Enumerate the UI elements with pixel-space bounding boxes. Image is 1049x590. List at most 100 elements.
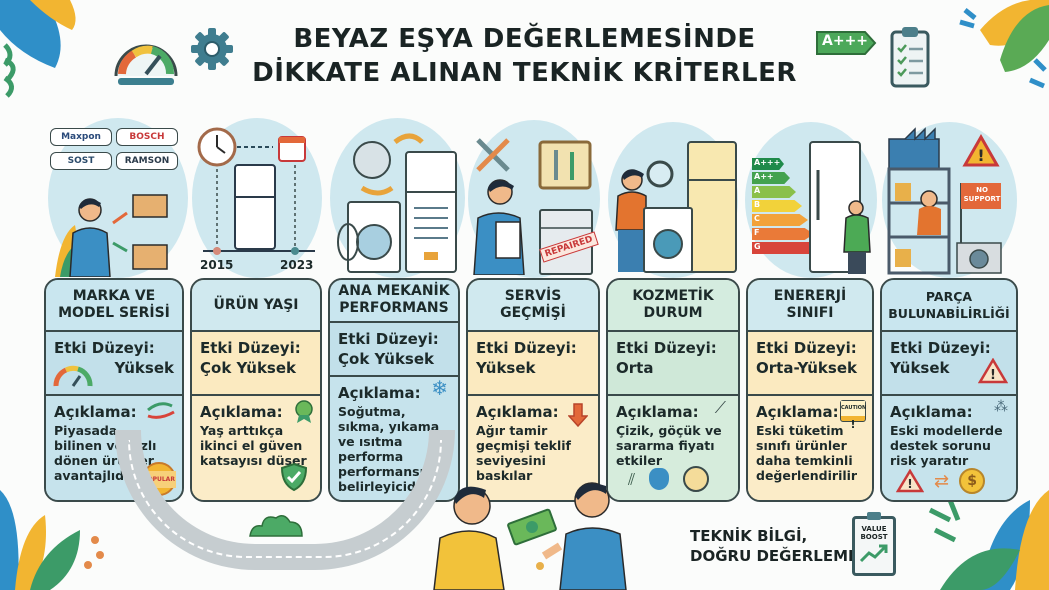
card-title: SERVİS GEÇMİŞİ (468, 280, 598, 332)
person-with-boxes-illustration (55, 194, 168, 277)
desc-label: Açıklama: (476, 403, 559, 421)
brand-logo-grid: Maxpon BOSCH SOST RAMSON (50, 128, 178, 170)
washer-and-fridge-illustration (337, 133, 457, 273)
desc-text: Eski modellerde destek sorunu risk yarat… (890, 423, 1003, 468)
effect-label: Etki Düzeyi: (54, 339, 155, 357)
criterion-card-service: SERVİS GEÇMİŞİ Etki Düzeyi: Yüksek Açıkl… (466, 278, 600, 502)
effect-label: Etki Düzeyi: (616, 339, 717, 357)
scratches-icon: ⫽ (628, 469, 636, 489)
energy-bar-g: G (752, 242, 820, 254)
svg-text:!: ! (990, 368, 996, 383)
leaves-bottom-left-decoration (0, 490, 104, 590)
brand-logo-bosch: BOSCH (116, 128, 178, 146)
criterion-card-energy: ENERERJİ SINIFI Etki Düzeyi: Orta-Yüksek… (746, 278, 874, 502)
exchange-arrows-icon: ⇄ (934, 470, 950, 492)
timeline-year-end: 2023 (280, 258, 314, 272)
svg-text:!: ! (977, 146, 984, 165)
slogan-line-1: TEKNİK BİLGİ, (690, 527, 808, 545)
energy-bar-a: A (752, 186, 796, 198)
criterion-card-cosmetic: KOZMETİK DURUM Etki Düzeyi: Orta Açıklam… (606, 278, 740, 502)
trend-arrows-icon (147, 402, 175, 419)
parts-warehouse-illustration: ! (887, 127, 1002, 275)
energy-label-text: A+++ (822, 33, 869, 49)
bush-decoration (249, 515, 303, 537)
leaves-bottom-right-decoration (928, 490, 1049, 590)
desc-label: Açıklama: (54, 403, 137, 421)
broken-parts-icon: ⁂ (994, 399, 1008, 415)
yellowing-icon (683, 466, 710, 492)
no-support-flag-text: NO SUPPORT (963, 186, 1001, 203)
desc-label: Açıklama: (616, 403, 699, 421)
desc-label: Açıklama: (756, 403, 839, 421)
down-arrow-icon (568, 403, 588, 428)
brand-logo-sost: SOST (50, 152, 112, 170)
effect-label: Etki Düzeyi: (200, 339, 301, 357)
trend-up-arrow-icon (859, 544, 888, 563)
warning-triangle-small-icon: ! (896, 469, 924, 493)
effect-value: Yüksek (114, 359, 174, 377)
brand-logo-ramson: RAMSON (116, 152, 178, 170)
desc-text: Çizik, göçük ve sararma fiyatı etkiler (616, 423, 722, 468)
caution-sign-icon: CAUTION ! (840, 400, 866, 431)
award-medal-icon (295, 400, 313, 423)
gear-icon (191, 28, 233, 70)
leaves-top-left-decoration (0, 0, 76, 98)
energy-scale-chart: A+++ A++ A B C F G (752, 158, 822, 254)
effect-label: Etki Düzeyi: (338, 329, 439, 348)
scratch-icon: ⟋ (714, 398, 726, 417)
leaves-top-right-decoration (959, 0, 1049, 89)
page-title: BEYAZ EŞYA DEĞERLEMESİNDE DİKKATE ALINAN… (0, 22, 1049, 90)
criterion-card-parts: PARÇA BULUNABİLİRLİĞİ Etki Düzeyi: Yükse… (880, 278, 1018, 502)
buyer-seller-exchange-illustration (433, 482, 627, 590)
age-timeline-illustration (197, 127, 315, 255)
gauge-icon (53, 365, 93, 387)
title-line-1: BEYAZ EŞYA DEĞERLEMESİNDE (293, 24, 756, 54)
card-title: KOZMETİK DURUM (608, 280, 738, 332)
brand-logo-maxpon: Maxpon (50, 128, 112, 146)
card-title: ANA MEKANİK PERFORMANS (330, 280, 458, 323)
effect-value: Çok Yüksek (338, 349, 435, 368)
cosmetic-inspection-illustration (615, 141, 737, 273)
desc-label: Açıklama: (890, 403, 973, 421)
service-technician-illustration (473, 138, 593, 275)
effect-value: Orta (616, 359, 654, 377)
dent-icon (649, 468, 670, 490)
value-boost-text-1: VALUE (861, 525, 887, 533)
slogan: TEKNİK BİLGİ, DOĞRU DEĞERLEME (690, 526, 858, 566)
value-boost-clip (867, 512, 881, 520)
effect-value: Orta-Yüksek (756, 359, 857, 377)
effect-value: Yüksek (476, 359, 536, 377)
svg-text:!: ! (907, 477, 912, 491)
checklist-clipboard-icon (890, 27, 930, 88)
card-title: MARKA VE MODEL SERİSİ (46, 280, 182, 332)
value-boost-clipboard-icon: VALUE BOOST (852, 512, 896, 576)
caution-sign-text: CAUTION (841, 401, 866, 416)
warning-triangle-icon: ! (978, 358, 1008, 384)
slogan-line-2: DOĞRU DEĞERLEME (690, 547, 859, 565)
cosmetic-damage-icons: ⫽ (628, 466, 710, 492)
caution-exclamation: ! (850, 418, 856, 431)
effect-label: Etki Düzeyi: (756, 339, 857, 357)
card-title: ÜRÜN YAŞI (192, 280, 320, 332)
timeline-year-start: 2015 (200, 258, 234, 272)
energy-bar-f: F (752, 228, 814, 240)
energy-label-icon: A+++ (815, 30, 877, 56)
desc-text: Eski tüketim sınıfı ürünler daha temkinl… (756, 423, 858, 483)
speedometer-icon (114, 44, 178, 85)
energy-bar-a2: A++ (752, 172, 790, 184)
snowflake-icon: ❄ (431, 376, 448, 400)
desc-label: Açıklama: (200, 403, 283, 421)
effect-value: Yüksek (890, 359, 950, 377)
coins-icon: $ (959, 468, 986, 494)
desc-label: Açıklama: (338, 384, 421, 402)
card-title: ENERERJİ SINIFI (748, 280, 872, 332)
effect-value: Çok Yüksek (200, 359, 297, 377)
energy-bar-a3: A+++ (752, 158, 784, 170)
effect-label: Etki Düzeyi: (890, 339, 991, 357)
fridge-with-person-illustration (809, 141, 871, 274)
effect-label: Etki Düzeyi: (476, 339, 577, 357)
parts-risk-icons: ! ⇄ $ (896, 468, 986, 494)
value-boost-text-2: BOOST (860, 533, 888, 541)
desc-text: Ağır tamir geçmişi teklif seviyesini bas… (476, 423, 571, 483)
energy-bar-c: C (752, 214, 808, 226)
